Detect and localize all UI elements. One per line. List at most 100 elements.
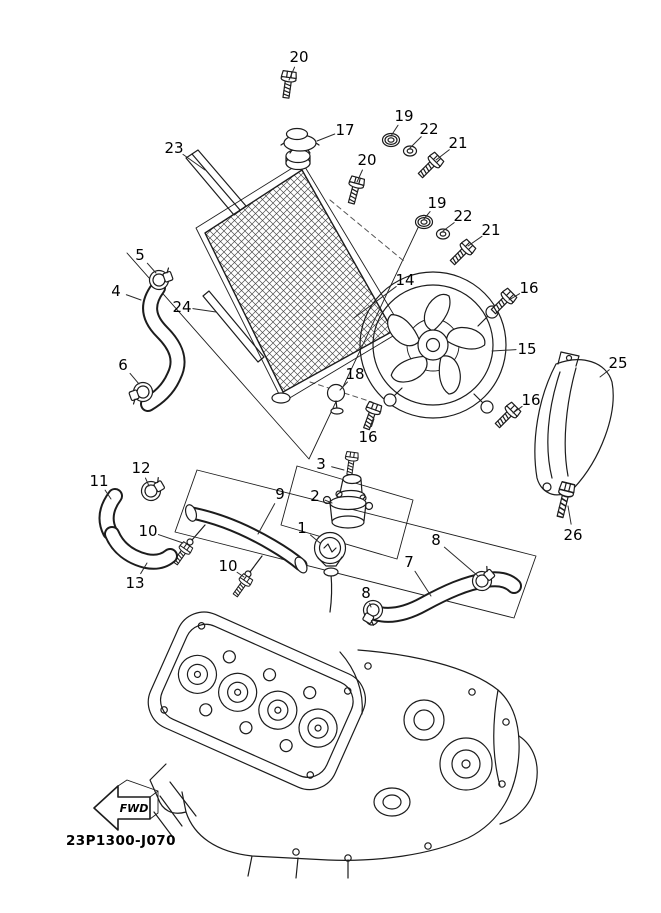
bolt-16-b [491, 400, 523, 432]
leader-line-24 [192, 308, 217, 313]
part-label-21: 21 [448, 134, 467, 152]
fan-assembly [359, 271, 507, 419]
part-label-17: 17 [335, 121, 354, 139]
part-label-8: 8 [431, 531, 441, 549]
part-label-1: 1 [297, 519, 307, 537]
leader-line-10 [236, 571, 245, 578]
leader-line-12 [144, 477, 150, 487]
clamp-12 [137, 475, 169, 505]
part-label-24: 24 [172, 298, 191, 316]
part-label-6: 6 [118, 356, 128, 374]
leader-line-3 [331, 466, 345, 471]
leader-line-8 [443, 546, 479, 577]
leader-line-19 [423, 211, 431, 220]
leader-line-9 [257, 503, 276, 535]
part-label-23: 23 [164, 139, 183, 157]
part-label-13: 13 [125, 574, 144, 592]
seal-strip-23 [185, 149, 247, 216]
part-label-19: 19 [394, 107, 413, 125]
leader-line-26 [567, 505, 572, 525]
leader-line-4 [125, 294, 142, 301]
water-pipe-9 [184, 504, 308, 578]
leader-line-13 [140, 562, 148, 575]
part-label-21: 21 [481, 221, 500, 239]
part-label-5: 5 [135, 246, 145, 264]
part-label-15: 15 [517, 340, 536, 358]
part-label-20: 20 [289, 48, 308, 66]
part-label-19: 19 [427, 194, 446, 212]
diagram-code: 23P1300-J070 [66, 833, 176, 849]
radiator-inlet-hose-4 [140, 280, 186, 412]
leader-line-21 [467, 235, 483, 247]
part-label-14: 14 [395, 271, 414, 289]
part-label-16: 16 [519, 279, 538, 297]
bolt-3 [342, 450, 360, 476]
bolt-20-top [277, 69, 298, 100]
engine [147, 567, 538, 879]
leader-line-23 [182, 153, 206, 171]
leader-line-16 [512, 405, 523, 414]
leader-line-18 [339, 381, 348, 391]
fan-blades [387, 293, 486, 395]
part-label-22: 22 [453, 207, 472, 225]
radiator-outlet [271, 392, 291, 404]
part-label-10: 10 [218, 557, 237, 575]
group-outline-boxes [126, 214, 537, 619]
fwd-marker: FWD [93, 779, 159, 831]
leader-line-2 [324, 499, 333, 504]
part-label-7: 7 [404, 553, 414, 571]
leader-line-16 [370, 418, 375, 428]
part-label-16: 16 [358, 428, 377, 446]
fwd-label: FWD [120, 802, 149, 815]
bolt-10-b [229, 572, 254, 600]
leader-line-5 [146, 262, 157, 274]
part-label-3: 3 [316, 455, 326, 473]
hose-13 [104, 526, 178, 570]
damper-18 [326, 383, 346, 415]
lower-hose-7 [364, 571, 522, 623]
leader-line-20 [288, 66, 296, 81]
leader-line-6 [129, 372, 140, 385]
leader-line-8 [369, 602, 372, 608]
part-label-10: 10 [138, 522, 157, 540]
leader-line-17 [316, 133, 336, 142]
part-label-9: 9 [275, 485, 285, 503]
part-label-26: 26 [563, 526, 582, 544]
part-label-16: 16 [521, 391, 540, 409]
leader-line-11 [104, 489, 112, 500]
bolt-21-upper [414, 150, 446, 182]
leader-line-14 [353, 286, 397, 319]
leader-line-7 [414, 570, 432, 597]
filler-neck [285, 148, 311, 171]
part-label-8: 8 [361, 584, 371, 602]
part-label-20: 20 [357, 151, 376, 169]
leader-line-19 [390, 124, 399, 137]
leader-line-1 [309, 534, 321, 544]
leader-line-25 [599, 369, 610, 378]
part-label-12: 12 [131, 459, 150, 477]
part-label-11: 11 [89, 472, 108, 490]
thermostat-housing-2 [322, 495, 374, 529]
leader-line-15 [491, 349, 517, 352]
part-label-22: 22 [419, 120, 438, 138]
leader-lines [104, 66, 610, 608]
seal-strip-24 [202, 290, 265, 363]
leader-line-21 [435, 149, 450, 161]
bolt-16-c [358, 400, 384, 432]
part-label-4: 4 [111, 282, 121, 300]
leader-line-22 [409, 136, 422, 149]
part-label-25: 25 [608, 354, 627, 372]
alignment-dashes [309, 199, 406, 403]
leader-line-16 [508, 293, 521, 301]
part-label-2: 2 [310, 487, 320, 505]
radiator [195, 148, 404, 404]
part-label-18: 18 [345, 365, 364, 383]
thermostat-1 [313, 531, 347, 567]
leader-line-20 [356, 169, 363, 183]
grommet-19-lower [414, 214, 434, 230]
leader-line-22 [442, 222, 455, 232]
air-shroud-25 [534, 351, 614, 496]
